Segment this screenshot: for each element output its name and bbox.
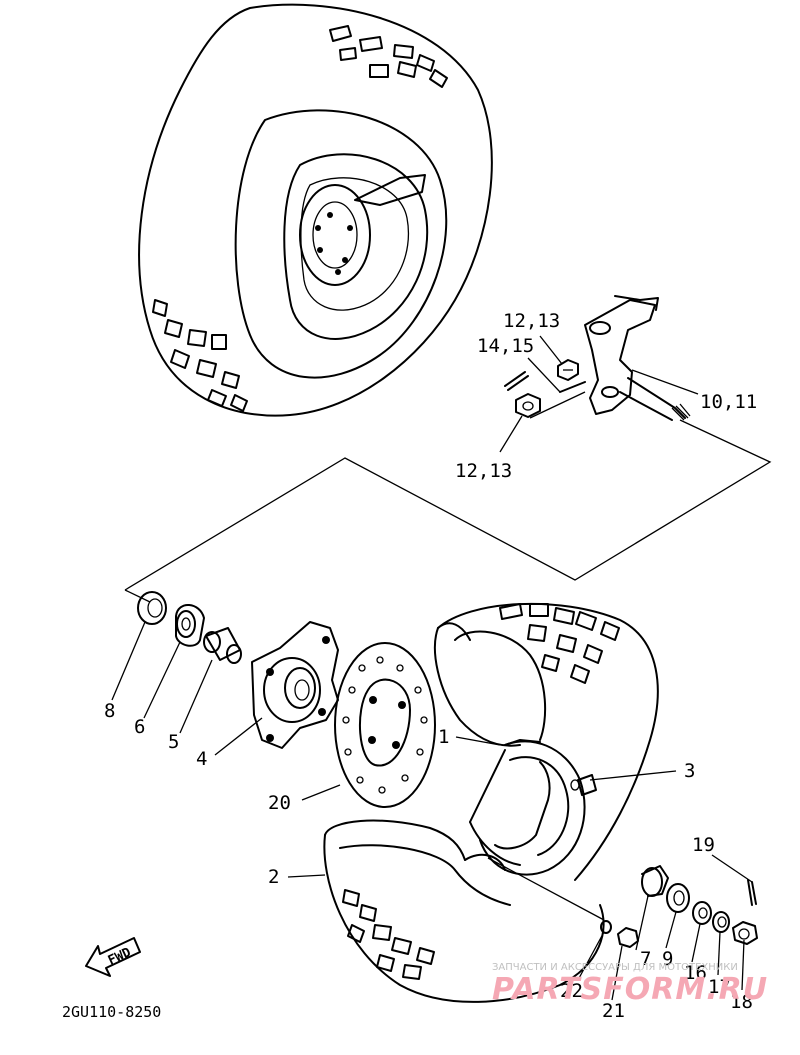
leader-lines bbox=[111, 335, 753, 1001]
callout-7: 7 bbox=[640, 948, 652, 970]
assembly-frame-lines bbox=[124, 391, 772, 603]
washer-9 bbox=[666, 883, 690, 913]
callout-1: 1 bbox=[438, 726, 450, 748]
watermark-logo: PARTSFORM.RU bbox=[492, 972, 769, 1007]
callout-2: 2 bbox=[268, 866, 280, 888]
callout-16: 16 bbox=[684, 962, 707, 984]
wheel-rim-1 bbox=[469, 739, 597, 876]
brake-disc-20 bbox=[334, 642, 436, 808]
callout-18: 18 bbox=[730, 991, 753, 1013]
watermark-caption: ЗАПЧАСТИ И АКСЕССУАРЫ ДЛЯ МОТОТЕХНИКИ bbox=[492, 962, 738, 973]
callout-9: 9 bbox=[662, 948, 674, 970]
callout-10-11: 10,11 bbox=[700, 391, 758, 413]
cotter-pin-19 bbox=[747, 879, 757, 906]
washer-22 bbox=[600, 920, 612, 934]
callout-3: 3 bbox=[684, 760, 696, 782]
assembled-wheel-illustration bbox=[138, 3, 493, 417]
spacer-5 bbox=[203, 627, 242, 664]
fwd-arrow-icon: FWD bbox=[85, 937, 141, 977]
washer-17 bbox=[712, 911, 730, 933]
callout-12-13-upper: 12,13 bbox=[503, 310, 561, 332]
callout-6: 6 bbox=[134, 716, 146, 738]
callout-21: 21 bbox=[602, 1000, 625, 1022]
tire-half-upper bbox=[433, 602, 659, 881]
callout-17: 17 bbox=[708, 976, 731, 998]
castle-nut-upper bbox=[557, 359, 579, 381]
callout-14-15: 14,15 bbox=[477, 335, 535, 357]
wheel-nut-7 bbox=[641, 865, 669, 897]
washer-16 bbox=[692, 901, 712, 925]
oil-seal-8 bbox=[137, 591, 167, 625]
callout-22: 22 bbox=[560, 980, 583, 1002]
castle-nut-lower bbox=[515, 393, 541, 418]
callout-12-13-lower: 12,13 bbox=[455, 460, 513, 482]
drawing-code: 2GU110-8250 bbox=[62, 1003, 162, 1021]
axle-nut-18 bbox=[732, 921, 758, 945]
bearing-6 bbox=[175, 604, 205, 647]
callout-5: 5 bbox=[168, 731, 180, 753]
wheel-hub-4 bbox=[251, 621, 339, 749]
cotter-pins bbox=[504, 371, 586, 393]
callout-4: 4 bbox=[196, 748, 208, 770]
nut-21 bbox=[617, 927, 639, 948]
callout-8: 8 bbox=[104, 700, 116, 722]
steering-knuckle-illustration bbox=[584, 295, 691, 421]
callout-20: 20 bbox=[268, 792, 291, 814]
callout-19: 19 bbox=[692, 834, 715, 856]
